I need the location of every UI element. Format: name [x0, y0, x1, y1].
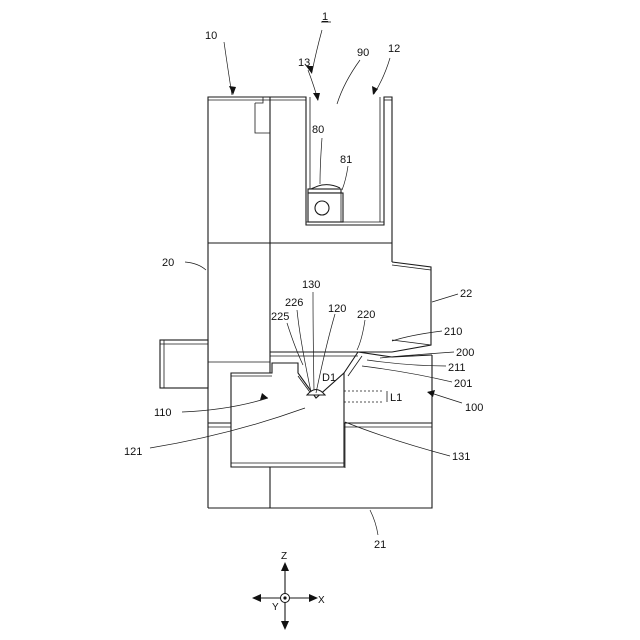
x-arrowhead [309, 594, 318, 602]
ref-130: 130 [302, 279, 320, 291]
ref-10: 10 [205, 30, 217, 42]
axis-z-label: Z [281, 551, 287, 562]
ref-1-arrow [312, 30, 322, 72]
ref-100: 100 [465, 402, 483, 414]
reference-numerals: 1 10 13 90 12 80 81 20 22 130 226 120 22… [124, 11, 483, 551]
ref-226: 226 [285, 297, 303, 309]
ref-22: 22 [460, 288, 472, 300]
ref-211: 211 [448, 362, 466, 374]
neg-x-arrowhead [252, 594, 261, 602]
ref-80: 80 [312, 124, 324, 136]
ref-90: 90 [357, 47, 369, 59]
ref-13: 13 [298, 57, 310, 69]
ref-121: 121 [124, 446, 142, 458]
y-axis-dot [283, 596, 286, 599]
left-stub [160, 340, 208, 388]
ref-12: 12 [388, 43, 400, 55]
ref-D1: D1 [322, 372, 336, 384]
z-arrowhead [281, 562, 289, 571]
neg-z-arrowhead [281, 621, 289, 630]
axis-x-label: X [318, 595, 325, 606]
ref-210: 210 [444, 326, 462, 338]
ref-131: 131 [452, 451, 470, 463]
ref-220: 220 [357, 309, 375, 321]
ref-200: 200 [456, 347, 474, 359]
ref-1: 1 [322, 11, 328, 23]
ref-21: 21 [374, 539, 386, 551]
ref-120: 120 [328, 303, 346, 315]
v-notch-fixture [231, 352, 432, 467]
ref-81: 81 [340, 154, 352, 166]
axis-y-label: Y [272, 602, 279, 613]
ref-225: 225 [271, 311, 289, 323]
coordinate-axes: Z X Y [252, 551, 325, 630]
right-block [392, 262, 431, 352]
ref-201: 201 [454, 378, 472, 390]
ref-L1: L1 [390, 392, 402, 404]
ref-20: 20 [162, 257, 174, 269]
ref-110: 110 [154, 407, 172, 419]
